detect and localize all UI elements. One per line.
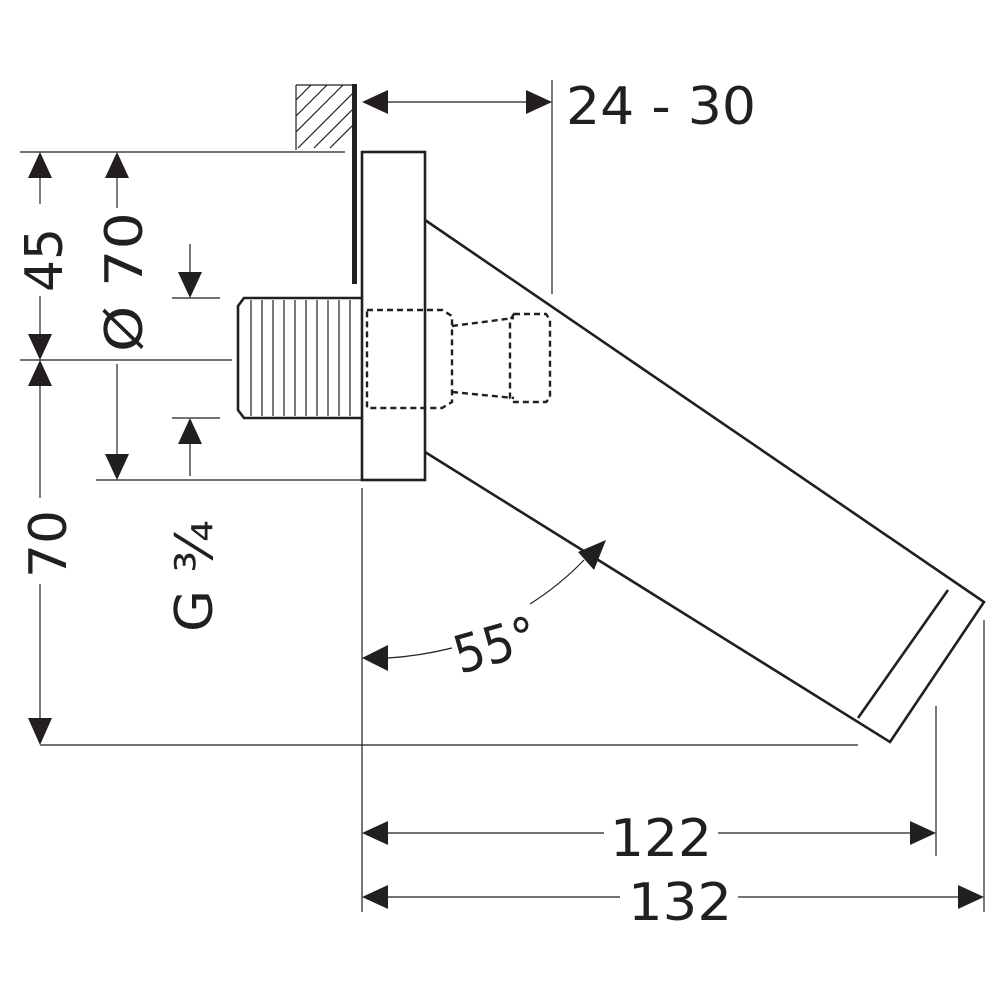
thread-label: G ¾ <box>165 520 225 632</box>
dim-wall-thickness: 24 - 30 <box>362 77 756 137</box>
hidden-internals <box>365 308 552 410</box>
extension-lines <box>20 80 985 912</box>
height-label: 70 <box>19 510 79 578</box>
wall-thickness-label: 24 - 30 <box>566 77 756 137</box>
spout <box>424 218 986 744</box>
dim-thread: G ¾ <box>165 244 225 632</box>
flange-offset-label: 45 <box>15 228 75 292</box>
wall-hatching <box>295 84 353 150</box>
dim-projection-total: 132 <box>362 873 984 933</box>
wall-plate <box>352 84 357 284</box>
projection-inner-label: 122 <box>610 809 712 869</box>
dim-height: 70 <box>19 360 79 745</box>
flange-diameter-label: Ø 70 <box>95 212 155 352</box>
angle-label: 55° <box>447 606 544 687</box>
dim-flange-diameter: Ø 70 <box>95 152 155 480</box>
dim-flange-offset: 45 <box>15 152 75 360</box>
wall <box>295 84 357 284</box>
dim-projection-inner: 122 <box>362 809 936 869</box>
projection-total-label: 132 <box>628 873 732 933</box>
dim-angle: 55° <box>362 540 606 686</box>
threaded-connector <box>236 296 362 420</box>
flange <box>360 150 427 482</box>
